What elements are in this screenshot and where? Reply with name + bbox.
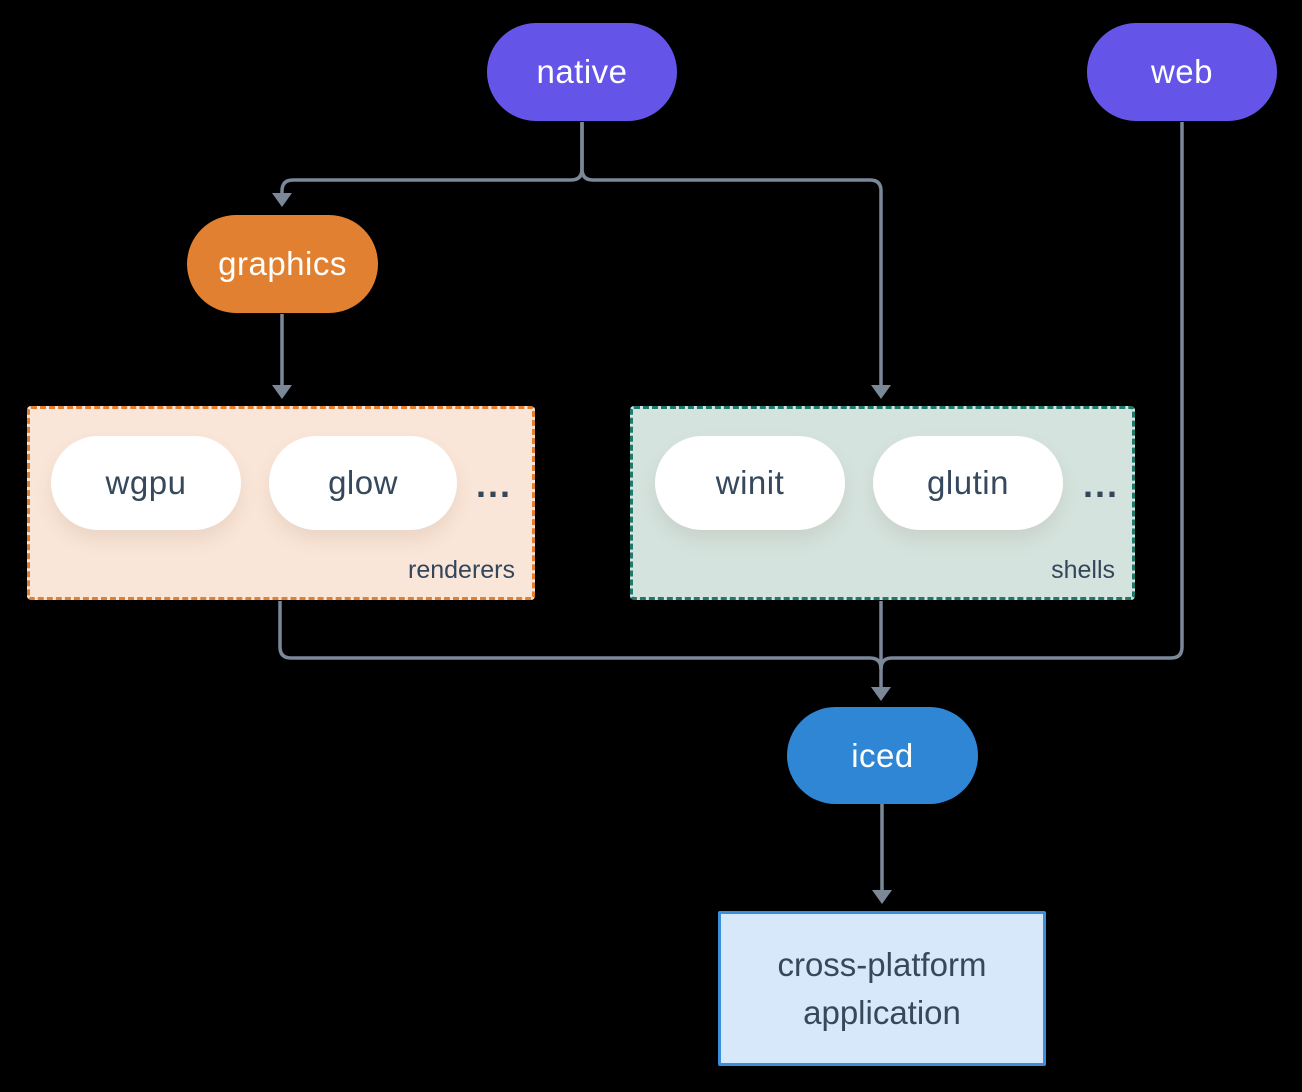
edge-native-to-graphics xyxy=(272,122,584,207)
node-wgpu: wgpu xyxy=(51,436,241,530)
node-web-label: web xyxy=(1150,53,1214,90)
application-label-line1: cross-platform xyxy=(777,945,987,983)
edge-native-to-shells xyxy=(580,122,891,399)
node-graphics: graphics xyxy=(187,215,378,313)
node-cross-platform-application: cross-platform application xyxy=(718,911,1046,1066)
node-graphics-label: graphics xyxy=(218,245,347,282)
node-glow-label: glow xyxy=(328,464,398,501)
node-iced: iced xyxy=(787,707,978,804)
edge-renderers-to-merge xyxy=(278,601,883,670)
node-native-label: native xyxy=(536,53,628,90)
node-native: native xyxy=(487,23,677,121)
group-shells: winit glutin ... shells xyxy=(630,406,1135,600)
node-winit: winit xyxy=(655,436,845,530)
node-glow: glow xyxy=(269,436,457,530)
node-glutin: glutin xyxy=(873,436,1063,530)
group-renderers: wgpu glow ... renderers xyxy=(27,406,535,600)
node-winit-label: winit xyxy=(715,464,785,501)
node-wgpu-label: wgpu xyxy=(105,464,187,501)
renderers-ellipsis: ... xyxy=(476,464,513,505)
shells-group-label: shells xyxy=(1051,556,1115,584)
application-label-line2: application xyxy=(803,993,961,1031)
renderers-group-label: renderers xyxy=(408,556,515,584)
node-glutin-label: glutin xyxy=(927,464,1009,501)
node-iced-label: iced xyxy=(851,736,914,774)
shells-ellipsis: ... xyxy=(1083,464,1120,505)
node-web: web xyxy=(1087,23,1277,121)
